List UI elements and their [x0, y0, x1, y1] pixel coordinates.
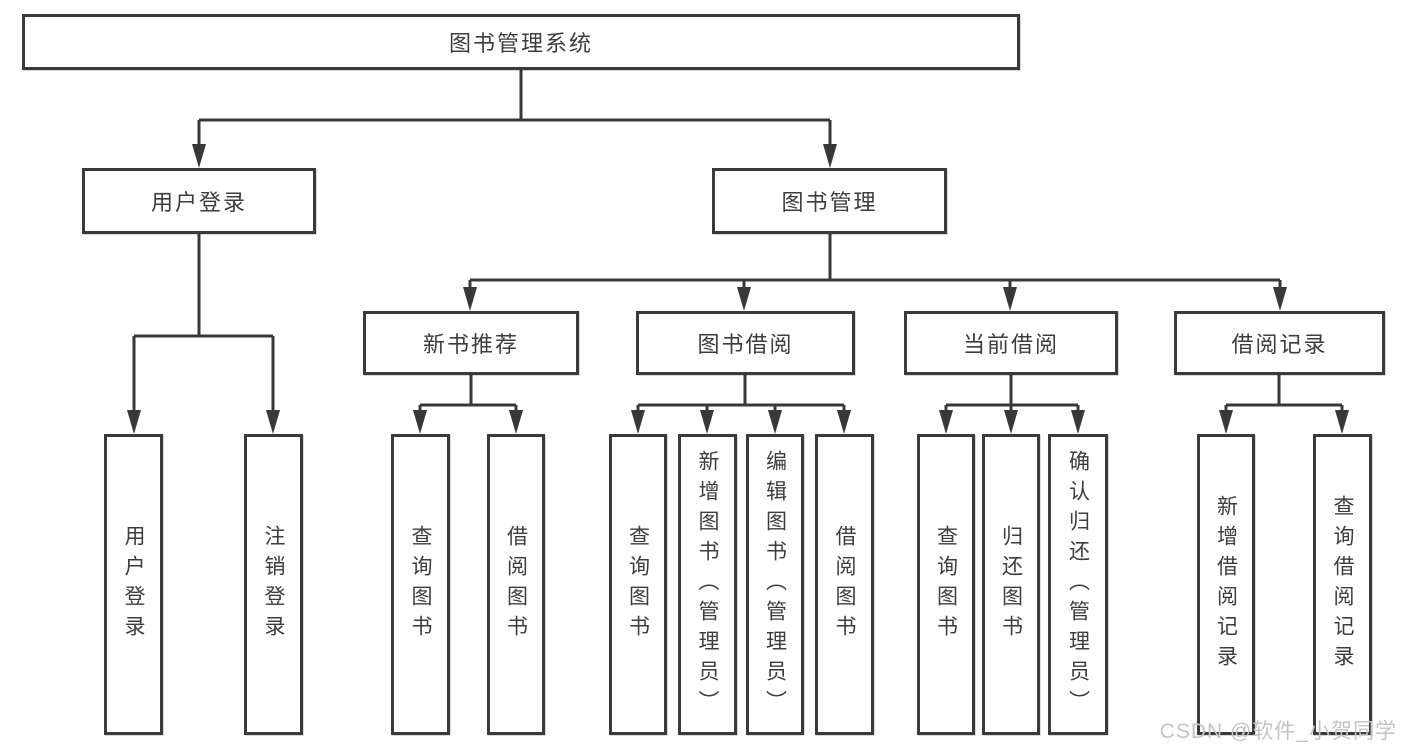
- leaf-add-borrow-record: 新增借阅记录: [1197, 434, 1255, 735]
- leaf-confirm-return-admin: 确认归还（管理员）: [1048, 434, 1108, 735]
- leaf-recommend-borrow-books: 借阅图书: [487, 434, 545, 735]
- connector-book-borrow-to-leaves: [631, 375, 851, 434]
- connector-current-borrow-to-leaves: [939, 375, 1085, 434]
- node-book-borrow: 图书借阅: [636, 311, 855, 375]
- node-root: 图书管理系统: [22, 14, 1020, 70]
- leaf-add-books-admin: 新增图书（管理员）: [678, 434, 737, 735]
- leaf-recommend-query-books: 查询图书: [391, 434, 450, 735]
- node-book-management: 图书管理: [712, 168, 947, 234]
- leaf-user-login: 用户登录: [104, 434, 163, 735]
- node-new-book-recommend: 新书推荐: [363, 311, 579, 375]
- leaf-borrow-query-books: 查询图书: [609, 434, 667, 735]
- leaf-borrow-books: 借阅图书: [815, 434, 874, 735]
- connector-user-login-to-leaves: [127, 234, 280, 434]
- node-borrow-records: 借阅记录: [1174, 311, 1385, 375]
- csdn-watermark: CSDN @软件_小贺同学: [1159, 720, 1397, 743]
- leaf-current-query-books: 查询图书: [917, 434, 975, 735]
- leaf-query-borrow-record: 查询借阅记录: [1313, 434, 1372, 735]
- node-user-login: 用户登录: [82, 168, 316, 234]
- leaf-logout: 注销登录: [244, 434, 303, 735]
- connector-borrow-records-to-leaves: [1219, 375, 1349, 434]
- connector-root-to-level2: [192, 70, 837, 168]
- connector-new-book-to-leaves: [413, 375, 523, 434]
- leaf-return-books: 归还图书: [982, 434, 1040, 735]
- connector-book-management-to-level3: [463, 234, 1287, 311]
- leaf-edit-books-admin: 编辑图书（管理员）: [746, 434, 804, 735]
- node-current-borrow: 当前借阅: [904, 311, 1118, 375]
